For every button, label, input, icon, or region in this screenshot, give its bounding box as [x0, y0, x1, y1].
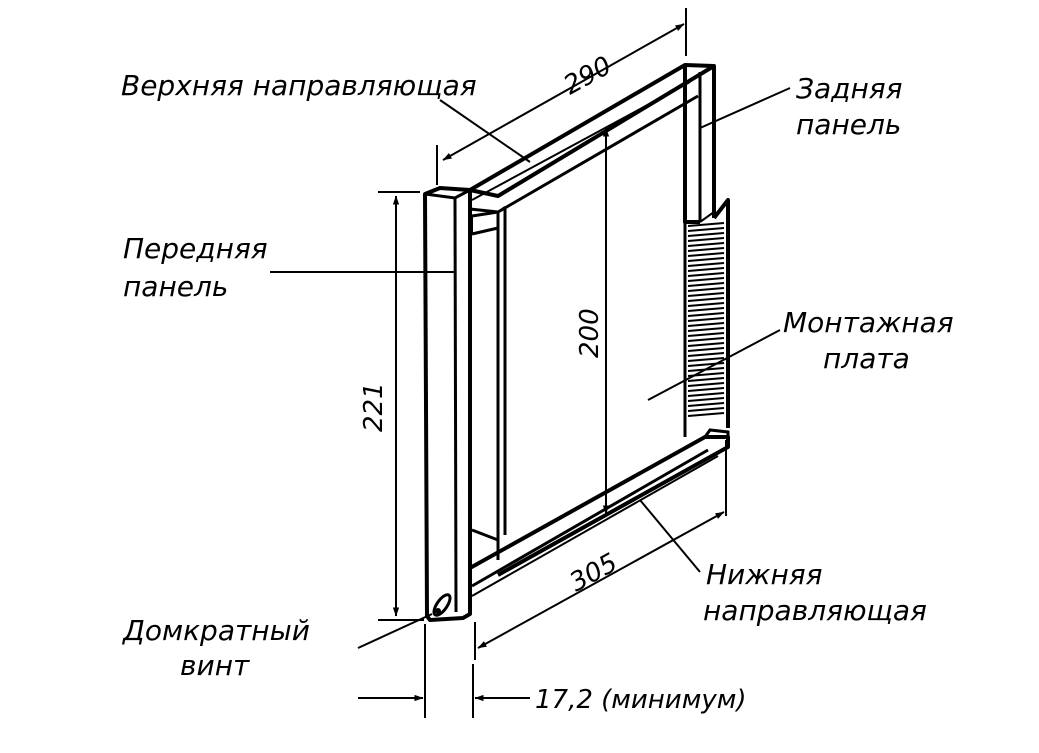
hatch-line — [687, 222, 725, 227]
hatch-line — [687, 327, 725, 332]
hatch-line — [687, 287, 725, 292]
hatch-line — [687, 227, 725, 232]
label-jack-screw-2: винт — [180, 649, 250, 682]
hatch-line — [687, 352, 725, 357]
label-front-panel-2: панель — [123, 270, 228, 303]
mounting-board — [496, 198, 730, 540]
hatch-line — [687, 277, 725, 282]
hatch-line — [687, 292, 725, 297]
label-top-rail: Верхняя направляющая — [121, 69, 477, 102]
hatch-line — [687, 412, 725, 417]
edge-connector-hatching — [687, 222, 725, 417]
label-board-2: плата — [823, 342, 910, 375]
hatch-line — [687, 257, 725, 262]
dim-min-width-label: 17,2 (минимум) — [535, 685, 746, 715]
label-bottom-rail-2: направляющая — [703, 594, 927, 627]
label-rear-panel-1: Задняя — [796, 72, 902, 105]
hatch-line — [687, 322, 725, 327]
dimension-221: 221 — [359, 191, 424, 621]
dimension-min-width: 17,2 (минимум) — [358, 624, 746, 718]
hatch-line — [687, 267, 725, 272]
hatch-line — [687, 342, 725, 347]
hatch-line — [687, 232, 725, 237]
hatch-line — [687, 392, 725, 397]
label-rear-panel-2: панель — [796, 108, 901, 141]
hatch-line — [687, 242, 725, 247]
jack-screw-head-icon — [432, 593, 452, 617]
hatch-line — [687, 387, 725, 392]
front-panel — [423, 186, 472, 622]
hatch-line — [687, 402, 725, 407]
hatch-line — [687, 337, 725, 342]
hatch-line — [687, 407, 725, 412]
jack-screw-slot-icon — [435, 608, 441, 614]
front-bracket-top — [471, 210, 499, 236]
rear-panel — [683, 65, 716, 224]
dim-200-label: 200 — [575, 308, 605, 358]
dim-221-label: 221 — [359, 382, 389, 432]
hatch-line — [687, 332, 725, 337]
dimension-200: 200 — [575, 127, 610, 515]
leader-lines — [270, 87, 791, 649]
hatch-line — [687, 297, 725, 302]
hatch-line — [687, 272, 725, 277]
dim-290-label: 290 — [559, 51, 617, 101]
labels: Верхняя направляющая Задняя панель Перед… — [121, 69, 954, 682]
hatch-line — [687, 357, 725, 362]
hatch-line — [687, 312, 725, 317]
label-board-1: Монтажная — [783, 306, 954, 339]
label-jack-screw-1: Домкратный — [121, 614, 310, 647]
hatch-line — [687, 347, 725, 352]
hatch-line — [687, 377, 725, 382]
hatch-line — [687, 247, 725, 252]
label-bottom-rail-1: Нижняя — [706, 558, 822, 591]
label-front-panel-1: Передняя — [123, 232, 268, 265]
hatch-line — [687, 252, 725, 257]
hatch-line — [687, 302, 725, 307]
dim-305-label: 305 — [565, 548, 623, 598]
hatch-line — [687, 307, 725, 312]
hatch-line — [687, 262, 725, 267]
hatch-line — [687, 317, 725, 322]
hatch-line — [687, 237, 725, 242]
hatch-line — [687, 397, 725, 402]
hatch-line — [687, 382, 725, 387]
hatch-line — [687, 282, 725, 287]
